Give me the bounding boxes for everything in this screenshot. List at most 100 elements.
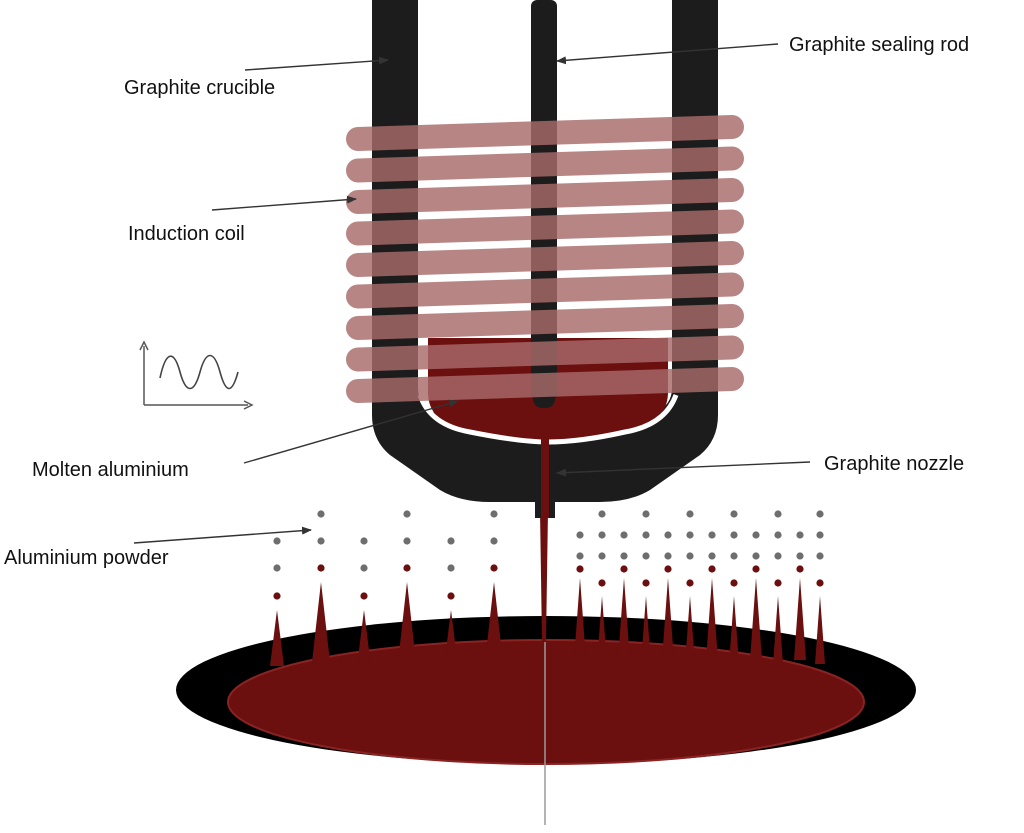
powder-cone [815, 596, 825, 664]
powder-particle [360, 537, 368, 545]
label-graphite-nozzle: Graphite nozzle [824, 453, 964, 475]
powder-particle [708, 552, 716, 560]
leader-graphite-nozzle [556, 461, 811, 477]
powder-particle [490, 510, 498, 518]
powder-cone [444, 610, 458, 666]
coil-turn [346, 367, 744, 403]
powder-particle [273, 592, 281, 600]
powder-particle [642, 531, 650, 539]
coil-turn [346, 115, 744, 151]
powder-cone [398, 582, 416, 662]
powder-particle [774, 531, 782, 539]
powder-particle [620, 565, 628, 573]
powder-particle [796, 552, 804, 560]
powder-particle [360, 564, 368, 572]
leader-graphite-crucible [244, 56, 389, 71]
powder-particle [708, 565, 716, 573]
coil-turn [346, 146, 744, 183]
leader-induction-coil [211, 195, 357, 211]
powder-particle [796, 565, 804, 573]
powder-particle [752, 552, 760, 560]
powder-particle [816, 510, 824, 518]
powder-particle [730, 579, 738, 587]
leader-lines [133, 43, 811, 544]
powder-particle [620, 531, 628, 539]
coil-turn [346, 335, 744, 372]
powder-particle [403, 537, 411, 545]
powder-cone [729, 596, 739, 664]
powder-particle [730, 531, 738, 539]
powder-particle [796, 531, 804, 539]
powder-particle [598, 531, 606, 539]
induction-coil [346, 115, 744, 403]
powder-particle [598, 510, 606, 518]
coil-turn [346, 209, 744, 246]
powder-cone [357, 610, 371, 666]
powder-particle [273, 564, 281, 572]
powder-particle [752, 565, 760, 573]
powder-cone [706, 578, 718, 660]
powder-particle [664, 565, 672, 573]
powder-particle [686, 510, 694, 518]
powder-particle [403, 510, 411, 518]
powder-particle [598, 552, 606, 560]
powder-particle [447, 592, 455, 600]
powder-particle [642, 579, 650, 587]
leader-molten-aluminium [243, 399, 459, 464]
powder-particle [642, 510, 650, 518]
powder-particle [317, 564, 325, 572]
label-graphite-sealing-rod: Graphite sealing rod [789, 34, 969, 56]
powder-particle [774, 579, 782, 587]
powder-particle [360, 592, 368, 600]
powder-particle [317, 537, 325, 545]
powder-particle [686, 552, 694, 560]
powder-particle [752, 531, 760, 539]
powder-cone [794, 578, 806, 660]
label-induction-coil: Induction coil [128, 223, 245, 245]
powder-particle [642, 552, 650, 560]
powder-particle [730, 552, 738, 560]
powder-particle [447, 537, 455, 545]
powder-particle [576, 565, 584, 573]
label-molten-aluminium: Molten aluminium [32, 459, 189, 481]
powder-particle [816, 579, 824, 587]
powder-cone [312, 582, 330, 662]
powder-particle [447, 564, 455, 572]
powder-particle [317, 510, 325, 518]
powder-cone [662, 578, 674, 660]
powder-cone [773, 596, 783, 664]
powder-particle [664, 531, 672, 539]
coil-turn [346, 241, 744, 277]
powder-particle [774, 510, 782, 518]
powder-particle [273, 537, 281, 545]
powder-cone [685, 596, 695, 664]
powder-particle [816, 552, 824, 560]
powder-particle [708, 531, 716, 539]
powder-cone [618, 578, 630, 660]
powder-particle [774, 552, 782, 560]
crucible-body [372, 0, 718, 502]
leader-aluminium-powder [133, 526, 312, 544]
powder-particle [620, 552, 628, 560]
powder-particle [664, 552, 672, 560]
powder-particle [730, 510, 738, 518]
label-aluminium-powder: Aluminium powder [4, 547, 169, 569]
powder-particle [686, 531, 694, 539]
powder-particle [576, 552, 584, 560]
powder-cones [270, 578, 825, 666]
powder-particle [490, 564, 498, 572]
powder-particle [816, 531, 824, 539]
powder-cone [574, 578, 586, 660]
powder-particle [576, 531, 584, 539]
label-graphite-crucible: Graphite crucible [124, 77, 275, 99]
powder-cone [270, 610, 284, 666]
powder-particles [273, 510, 824, 600]
leader-graphite-sealing-rod [556, 43, 779, 65]
powder-cone [597, 596, 607, 664]
powder-cone [485, 582, 503, 662]
powder-cone [750, 578, 762, 660]
coil-turn [346, 178, 744, 214]
powder-particle [490, 537, 498, 545]
